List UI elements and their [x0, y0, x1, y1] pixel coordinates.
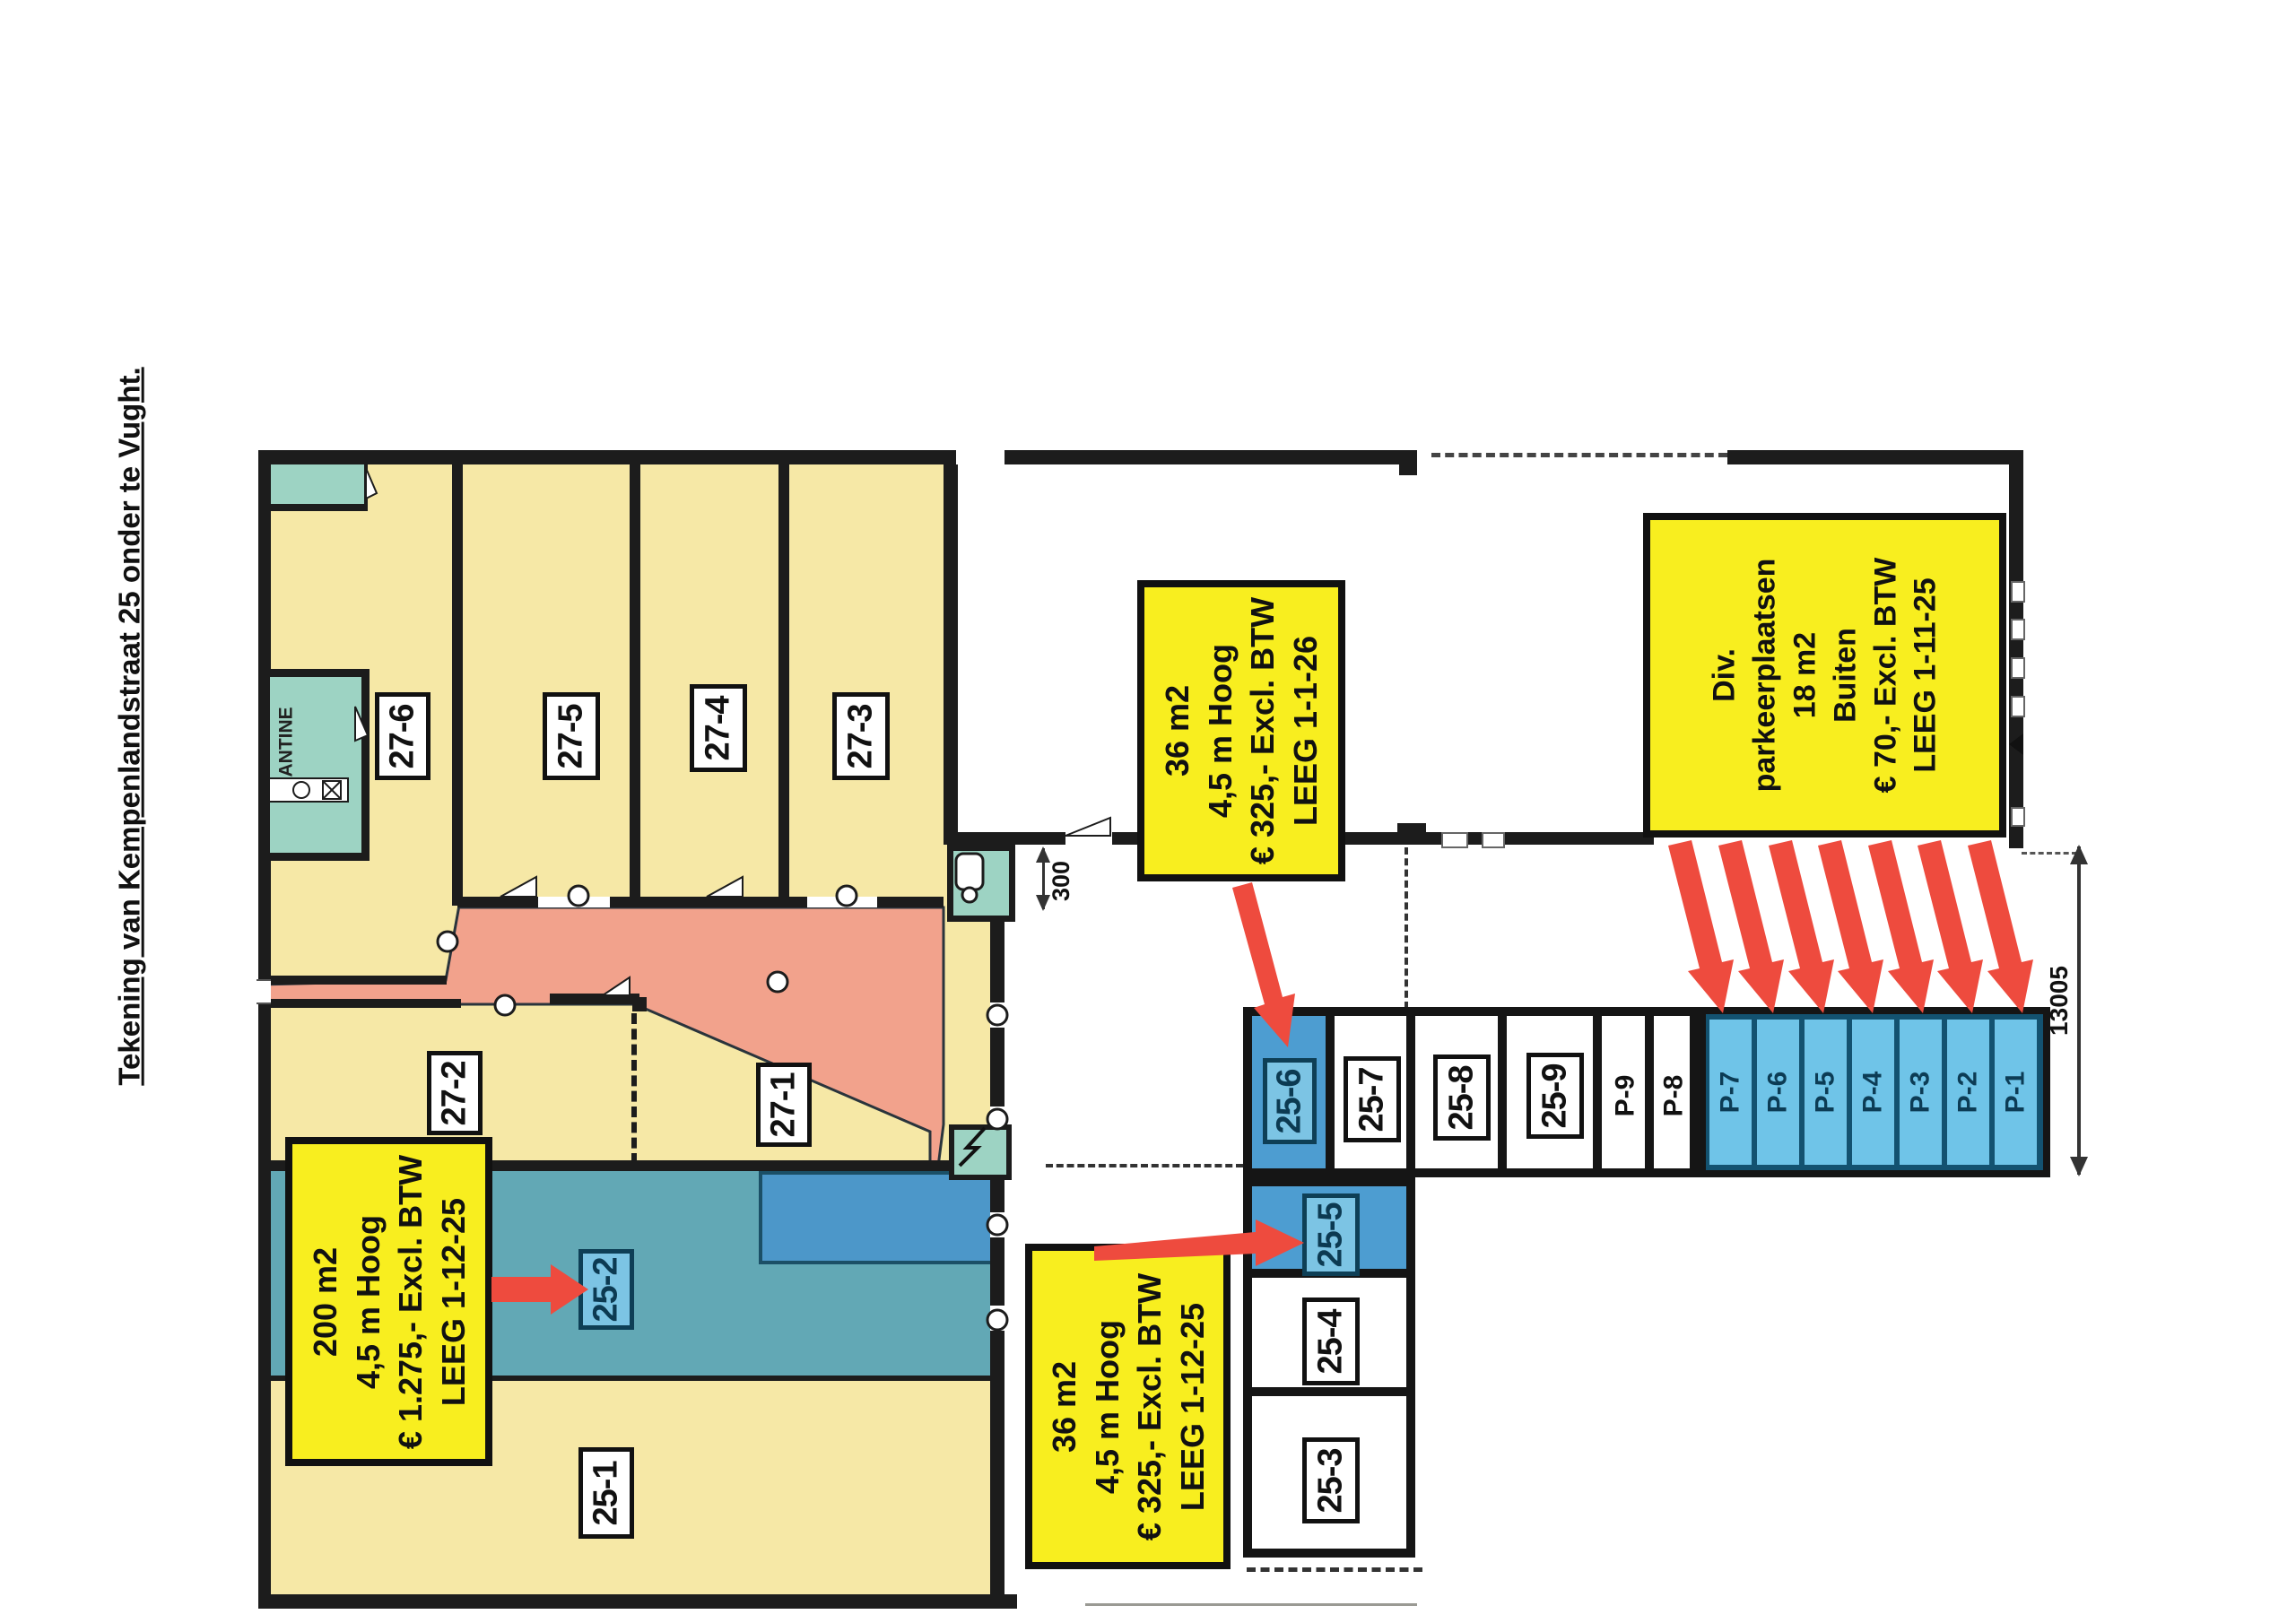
- unit-label-25-9: 25-9: [1526, 1053, 1584, 1139]
- kantine-room: [262, 669, 370, 861]
- window-gap: [2011, 696, 2025, 717]
- window-gap: [2011, 581, 2025, 603]
- window-gap: [2011, 807, 2025, 827]
- hall-27-area: [265, 459, 949, 906]
- stall-p-5: P-5: [1805, 1020, 1847, 1165]
- door-circle-icon: [766, 970, 789, 994]
- stall-p-4: P-4: [1852, 1020, 1894, 1165]
- dashed-under-25-3: [1247, 1567, 1422, 1572]
- window-gap: [2011, 657, 2025, 679]
- toilet-icon: [961, 886, 978, 904]
- door-swing-icon: [365, 467, 378, 500]
- arrow-to-p-6-icon: [1718, 840, 1784, 1013]
- unit-p-8: [1654, 1016, 1690, 1168]
- door-circle-icon: [986, 1003, 1009, 1027]
- door-circle-icon: [493, 994, 517, 1017]
- unit-label-25-7: 25-7: [1344, 1056, 1401, 1142]
- wall-bottom: [258, 1594, 1017, 1609]
- dashed-wall-27-1-27-2: [631, 1013, 637, 1164]
- room-label-27-1: 27-1: [756, 1063, 812, 1147]
- unit-label-25-5: 25-5: [1302, 1193, 1360, 1276]
- dashed-site-top: [1431, 453, 1727, 457]
- arrow-to-p-3-icon: [1868, 840, 1934, 1013]
- door-circle-icon: [835, 884, 858, 907]
- door-swing-icon: [599, 976, 631, 996]
- window-gap: [1482, 832, 1505, 848]
- unit-label-25-3: 25-3: [1302, 1437, 1360, 1523]
- room-label-27-5: 27-5: [543, 692, 600, 780]
- stall-p-3: P-3: [1900, 1020, 1942, 1165]
- arrow-to-p-2-icon: [1918, 840, 1983, 1013]
- unit-label-25-4: 25-4: [1302, 1298, 1360, 1385]
- arrow-to-p-7-icon: [1668, 840, 1734, 1013]
- room-label-27-6: 27-6: [375, 692, 430, 780]
- wall-chunk: [632, 997, 647, 1011]
- window-gap: [2011, 619, 2025, 640]
- door-circle-icon: [436, 930, 459, 953]
- wall-left-lower-a: [260, 976, 447, 985]
- dashed-dim-connector: [2022, 852, 2077, 855]
- wall-top-stub: [1399, 450, 1417, 475]
- door-circle-icon: [986, 1213, 1009, 1237]
- dim-arrowheads: [1036, 845, 2088, 1176]
- wall-27-5-27-4: [630, 464, 640, 900]
- arrow-to-25-2-icon: [491, 1264, 588, 1315]
- dim-13005-line: [2077, 846, 2081, 1175]
- north-marker-icon: [2009, 733, 2023, 755]
- door-swing-icon: [500, 875, 537, 898]
- door-circle-icon: [986, 1308, 1009, 1332]
- room-label-25-1: 25-1: [578, 1447, 634, 1539]
- door-gap: [956, 450, 1004, 464]
- red-arrows: [491, 840, 2033, 1315]
- kantine-counter: [268, 777, 349, 803]
- arrow-to-p-4-icon: [1818, 840, 1883, 1013]
- room-label-27-3: 27-3: [832, 692, 890, 780]
- door-circle-icon: [986, 1107, 1009, 1131]
- wall-27-4-27-3: [778, 464, 789, 900]
- unit-label-25-8: 25-8: [1433, 1055, 1491, 1141]
- door-swing-icon: [354, 706, 370, 742]
- stall-p-6: P-6: [1757, 1020, 1799, 1165]
- mezzanine-rect: [759, 1171, 997, 1264]
- unit-label-25-6: 25-6: [1263, 1058, 1317, 1144]
- wall-27-6-27-5: [452, 464, 463, 906]
- info-box-left: 200 m2 4,5 m Hoog € 1.275,- Excl. BTW LE…: [285, 1137, 492, 1466]
- arrow-to-25-5-icon: [1094, 1219, 1304, 1266]
- dim-300-line: [1042, 848, 1045, 909]
- door-swing-icon: [1065, 816, 1111, 837]
- lightning-icon: [958, 1126, 987, 1167]
- info-box-right: Div. parkeerplaatsen 18 m2 Buiten € 70,-…: [1643, 513, 2006, 838]
- wall-site-top-right: [1727, 450, 2023, 464]
- arrow-to-p-5-icon: [1769, 840, 1834, 1013]
- arrow-to-25-6-icon: [1232, 882, 1295, 1047]
- toilet-icon: [954, 852, 985, 891]
- wall-right-upper: [944, 464, 958, 845]
- window-gap: [1441, 832, 1468, 848]
- dashed-line-horiz: [1046, 1164, 1243, 1167]
- wall-top: [258, 450, 1417, 464]
- door-circle-icon: [567, 884, 590, 907]
- stall-p-1: P-1: [1995, 1020, 2037, 1165]
- wall-bump: [1397, 823, 1426, 845]
- room-label-27-2: 27-2: [427, 1051, 483, 1135]
- stall-p-2: P-2: [1947, 1020, 1989, 1165]
- wall-27-2-top: [258, 999, 461, 1008]
- door-gap: [257, 979, 271, 1004]
- info-box-middle: 36 m2 4,5 m Hoog € 325,- Excl. BTW LEEG …: [1137, 580, 1345, 881]
- unit-p-9: [1602, 1016, 1645, 1168]
- door-swing-icon: [706, 875, 744, 898]
- stall-p-7: P-7: [1709, 1020, 1752, 1165]
- scan-line: [1085, 1603, 1417, 1606]
- room-label-27-4: 27-4: [690, 684, 747, 772]
- arrow-to-p-1-icon: [1968, 840, 2033, 1013]
- dashed-line-vert: [1405, 847, 1408, 1009]
- line-25-1-top: [265, 1376, 1003, 1381]
- info-box-bottom: 36 m2 4,5 m Hoog € 325,- Excl. BTW LEEG …: [1025, 1244, 1231, 1569]
